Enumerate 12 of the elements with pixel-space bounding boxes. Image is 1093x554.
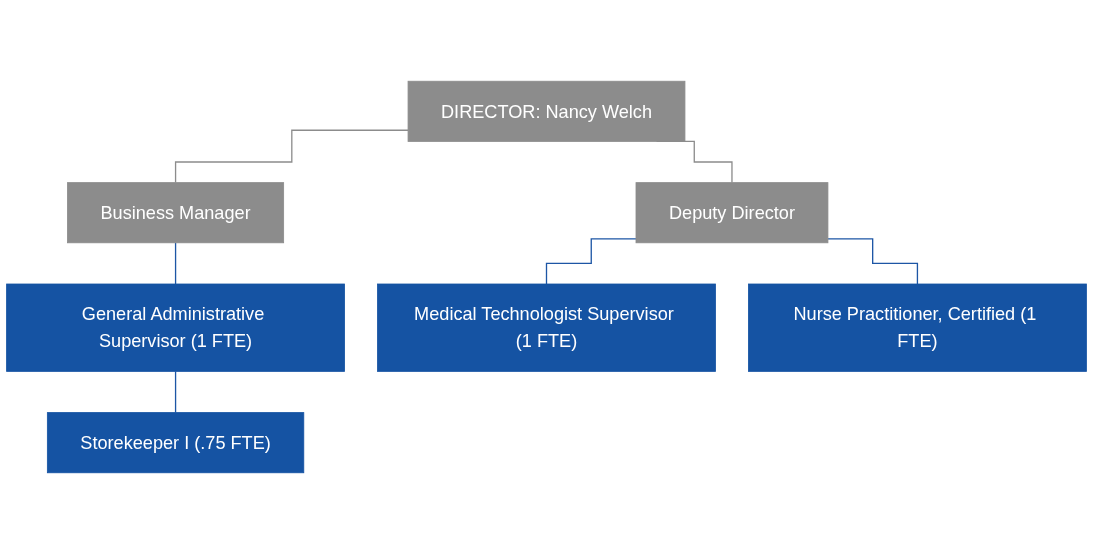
connector — [174, 129, 409, 184]
connector — [827, 238, 919, 285]
node-box: Nurse Practitioner, Certified (1 FTE) — [748, 283, 1087, 372]
node-box: Storekeeper I (.75 FTE) — [46, 412, 305, 474]
node-box: Deputy Director — [635, 182, 829, 244]
connector — [174, 242, 177, 285]
connector — [174, 370, 177, 414]
node-box: Medical Technologist Supervisor (1 FTE) — [377, 283, 716, 372]
node-box: General Administrative Supervisor (1 FTE) — [6, 283, 345, 372]
node-box: DIRECTOR: Nancy Welch — [407, 80, 686, 142]
node-box: Business Manager — [67, 182, 285, 244]
connector — [545, 238, 637, 285]
